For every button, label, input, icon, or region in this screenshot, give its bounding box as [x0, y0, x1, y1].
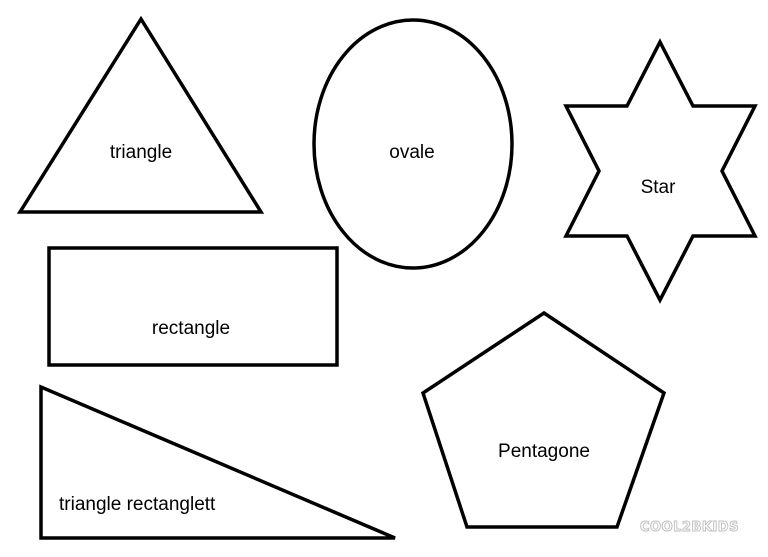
right-triangle-label: triangle rectanglett: [59, 494, 216, 515]
oval-shape: [312, 18, 514, 270]
rectangle-label: rectangle: [152, 318, 230, 339]
rectangle-shape-group: rectangle: [47, 246, 339, 367]
triangle-shape: [16, 15, 265, 214]
right-triangle-shape-group: triangle rectanglett: [39, 384, 396, 540]
triangle-label: triangle: [110, 142, 172, 163]
oval-label: ovale: [389, 142, 434, 163]
watermark-logo: COOL2BKIDS: [640, 520, 739, 535]
oval-shape-group: ovale: [312, 18, 514, 270]
star-shape-group: Star: [563, 38, 758, 304]
pentagon-label: Pentagone: [498, 441, 590, 462]
rectangle-shape: [47, 246, 339, 367]
star-shape: [563, 38, 758, 304]
pentagon-shape: [420, 310, 667, 529]
triangle-shape-group: triangle: [16, 15, 265, 214]
pentagon-shape-group: Pentagone: [420, 310, 667, 529]
right-triangle-shape: [39, 384, 396, 540]
star-label: Star: [641, 177, 677, 198]
